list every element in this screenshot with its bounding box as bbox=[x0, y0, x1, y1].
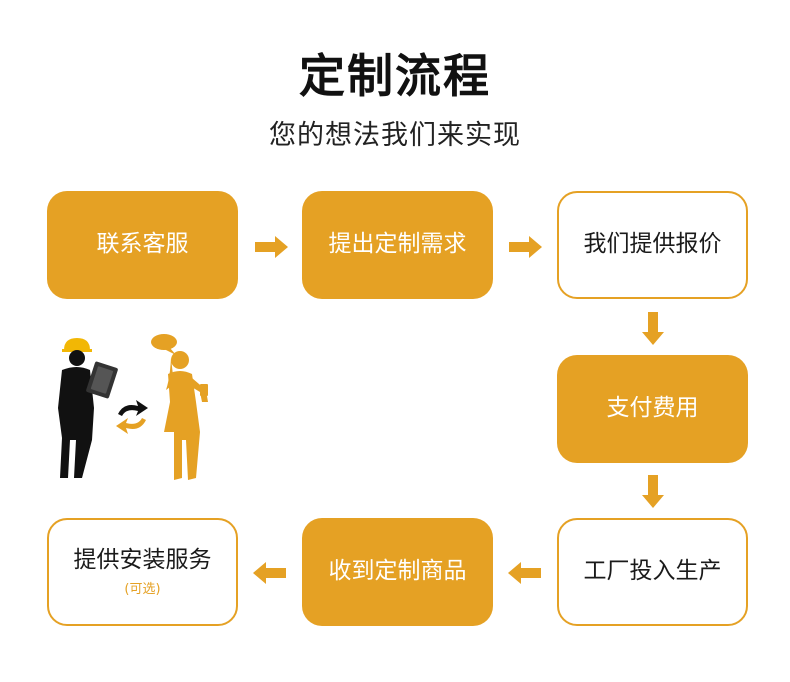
step-label: 支付费用 bbox=[606, 395, 699, 422]
step-note: (可选) bbox=[124, 581, 161, 597]
step-contact-service: 联系客服 bbox=[47, 191, 238, 299]
step-payment: 支付费用 bbox=[557, 355, 748, 463]
arrow-left-icon bbox=[253, 562, 286, 584]
worker-icon bbox=[58, 338, 118, 478]
speech-bubble-icon bbox=[151, 334, 177, 350]
customer-icon bbox=[164, 351, 208, 480]
step-quote: 我们提供报价 bbox=[557, 191, 748, 299]
arrow-right-icon bbox=[509, 236, 542, 258]
arrow-left-icon bbox=[508, 562, 541, 584]
arrow-right-icon bbox=[255, 236, 288, 258]
step-label: 收到定制商品 bbox=[328, 558, 467, 585]
step-label: 我们提供报价 bbox=[583, 231, 722, 258]
page-subtitle: 您的想法我们来实现 bbox=[269, 120, 521, 151]
step-receive-goods: 收到定制商品 bbox=[302, 518, 493, 626]
arrow-down-icon bbox=[642, 475, 664, 508]
step-label: 提出定制需求 bbox=[328, 231, 467, 258]
step-label: 提供安装服务 bbox=[73, 547, 212, 574]
arrow-down-icon bbox=[642, 312, 664, 345]
step-production: 工厂投入生产 bbox=[557, 518, 748, 626]
step-label: 工厂投入生产 bbox=[583, 558, 722, 585]
step-submit-request: 提出定制需求 bbox=[302, 191, 493, 299]
exchange-arrows-icon bbox=[116, 400, 148, 434]
step-installation: 提供安装服务 (可选) bbox=[47, 518, 238, 626]
step-label: 联系客服 bbox=[96, 231, 189, 258]
page-title: 定制流程 bbox=[299, 49, 491, 103]
worker-customer-illustration bbox=[58, 334, 208, 480]
